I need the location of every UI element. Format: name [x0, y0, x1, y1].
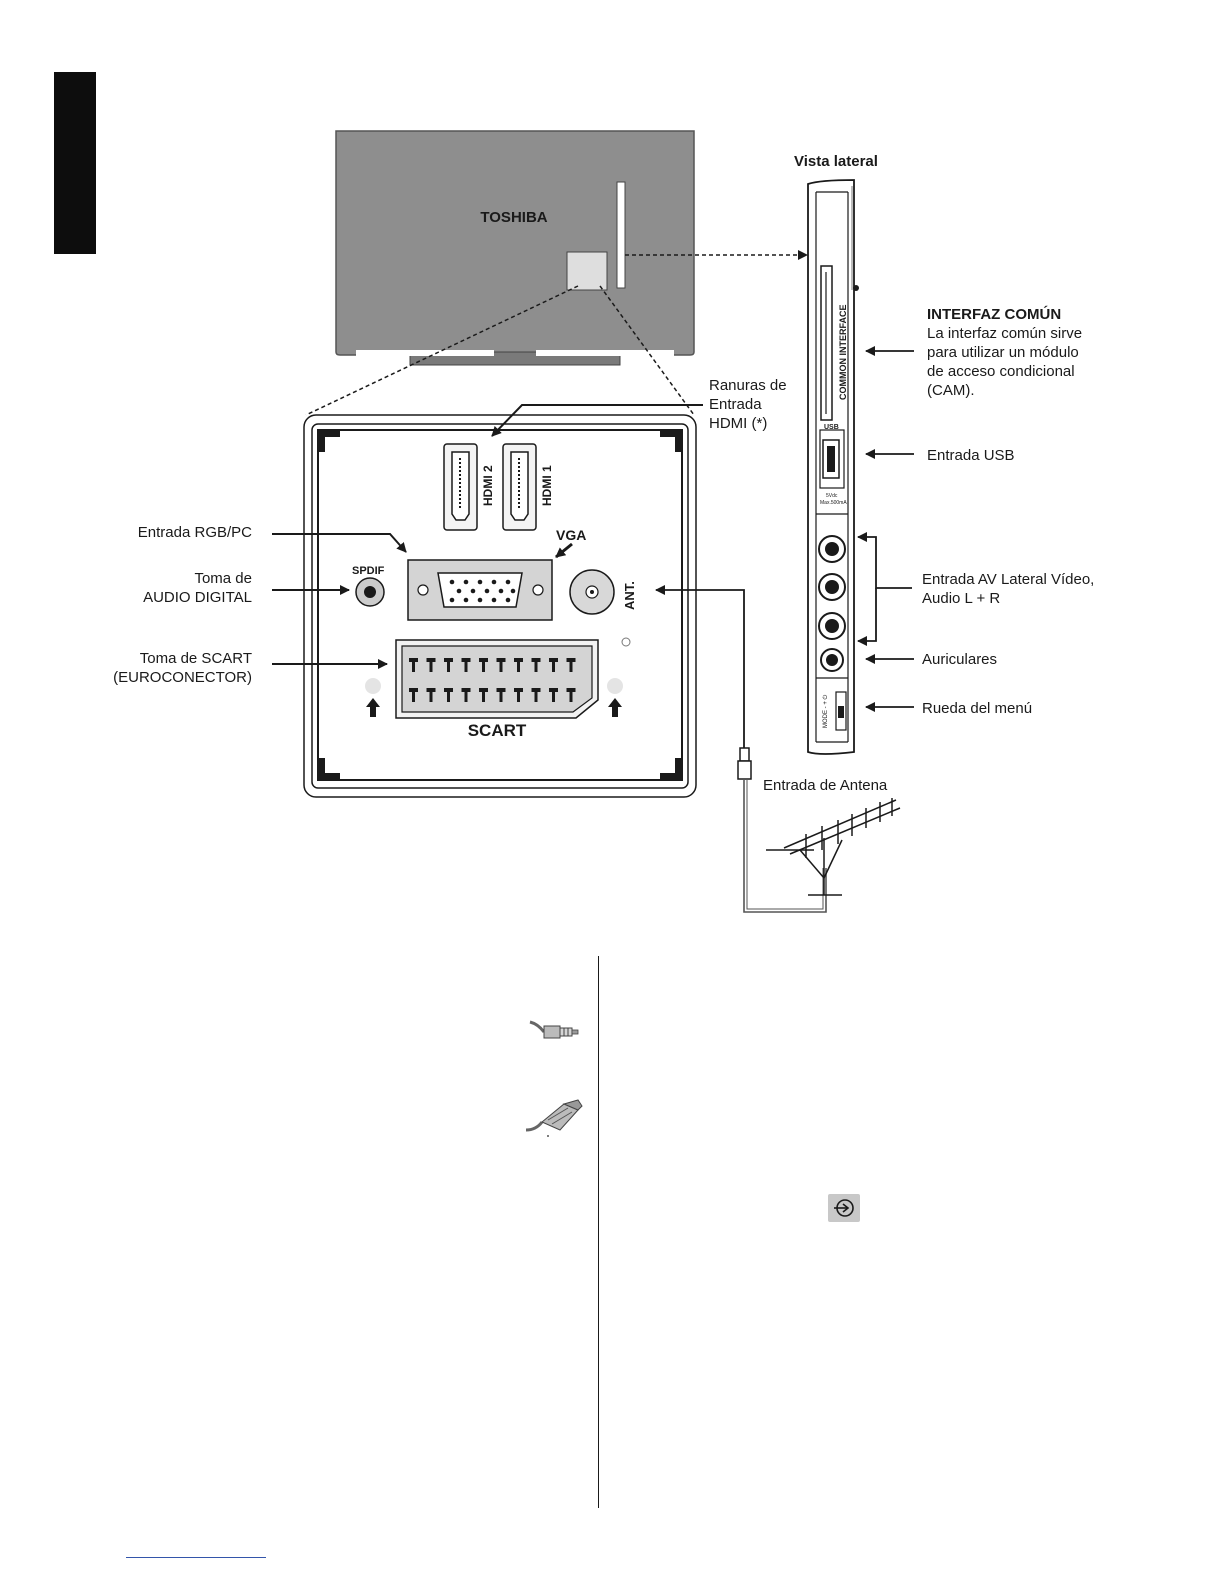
- scart-pin: [514, 688, 523, 692]
- ant-label: ANT.: [622, 581, 637, 610]
- vga-label: VGA: [556, 527, 586, 543]
- scart-pin-stem: [569, 692, 573, 702]
- scart-pin: [409, 658, 418, 662]
- scart-label: SCART: [468, 721, 527, 740]
- common-interface-slot-label: COMMON INTERFACE: [838, 305, 848, 401]
- scart-pin: [496, 658, 506, 662]
- scart-pin-stem: [429, 662, 433, 672]
- scart-pin-stem: [429, 692, 433, 702]
- usb-rating-volt: 5Vdc: [826, 493, 838, 499]
- scart-pin: [426, 658, 436, 662]
- scart-pin: [549, 688, 558, 692]
- scart-pin: [549, 658, 558, 662]
- antenna-port: [569, 569, 615, 615]
- scart-pin: [514, 658, 523, 662]
- scart-pin-stem: [534, 662, 538, 672]
- scart-port: [365, 637, 631, 719]
- headphones-label: Auriculares: [922, 651, 998, 668]
- scart-pin-stem: [412, 692, 415, 702]
- scart-pin-stem: [499, 662, 503, 672]
- scart-pin: [496, 688, 506, 692]
- scart-pin: [444, 688, 453, 692]
- spdif-port: [355, 577, 385, 607]
- av-side-input-label-1: Entrada AV Lateral Vídeo,: [922, 571, 1095, 588]
- digital-audio-label-2: AUDIO DIGITAL: [143, 589, 252, 606]
- scart-plug-icon: [525, 1099, 583, 1137]
- hdmi-1-port: [502, 443, 537, 531]
- scart-pin: [444, 658, 453, 662]
- menu-wheel-label: Rueda del menú: [922, 700, 1033, 717]
- column-divider: [598, 956, 599, 1508]
- usb-input-label: Entrada USB: [927, 447, 1015, 464]
- scart-pin: [461, 688, 471, 692]
- scart-pin: [479, 688, 488, 692]
- scart-pin-stem: [517, 692, 520, 702]
- scart-pin-stem: [534, 692, 538, 702]
- scart-pin-stem: [482, 692, 485, 702]
- scart-pin-stem: [412, 662, 415, 672]
- scart-socket-label-2: (EUROCONECTOR): [113, 669, 252, 686]
- usb-rating-current: Max.500mA: [820, 500, 847, 506]
- common-interface-desc-2: para utilizar un módulo: [927, 344, 1079, 361]
- scart-pin-stem: [482, 662, 485, 672]
- side-view-panel: [807, 179, 859, 755]
- footer-rule: [126, 1557, 266, 1558]
- side-view-title: Vista lateral: [794, 153, 878, 170]
- antenna-plug-icon: [529, 1020, 579, 1039]
- hdmi-2-port: [443, 443, 478, 531]
- connections-diagram: TOSHIBA HDMI 2 HDMI 1 VGA: [272, 130, 914, 913]
- scart-socket-label-1: Toma de SCART: [139, 650, 252, 667]
- antenna-input-label: Entrada de Antena: [763, 777, 888, 794]
- scart-pin: [461, 658, 471, 662]
- hdmi-slots-label-2: Entrada: [709, 396, 762, 413]
- antenna-drawing: [766, 798, 901, 896]
- scart-pin-stem: [569, 662, 573, 672]
- scart-pin: [566, 658, 576, 662]
- menu-wheel-marks: MODE - + ⏻: [822, 694, 829, 728]
- spdif-label: SPDIF: [352, 565, 385, 577]
- tv-rear-view: [335, 130, 695, 366]
- hdmi-1-label: HDMI 1: [540, 465, 554, 506]
- scart-pin-stem: [447, 692, 450, 702]
- hdmi-slots-label-1: Ranuras de: [709, 377, 787, 394]
- common-interface-desc-1: La interfaz común sirve: [927, 325, 1083, 342]
- digital-audio-label-1: Toma de: [194, 570, 252, 587]
- common-interface-desc-4: (CAM).: [927, 382, 975, 399]
- scart-pin-stem: [517, 662, 520, 672]
- common-interface-title: INTERFAZ COMÚN: [927, 306, 1062, 323]
- scart-pin-stem: [552, 692, 555, 702]
- common-interface-desc-3: de acceso condicional: [927, 363, 1075, 380]
- av-side-input-label-2: Audio L + R: [922, 590, 1001, 607]
- scart-pin: [531, 658, 541, 662]
- scart-pin-stem: [499, 692, 503, 702]
- input-source-icon: [828, 1194, 860, 1222]
- hdmi-slots-label-3: HDMI (*): [709, 415, 768, 432]
- rgb-pc-label: Entrada RGB/PC: [137, 524, 252, 541]
- tv-brand: TOSHIBA: [480, 209, 547, 226]
- usb-tag: USB: [824, 424, 839, 431]
- scart-pin-stem: [464, 692, 468, 702]
- scart-pin-stem: [552, 662, 555, 672]
- language-tab: [54, 72, 96, 254]
- scart-pin-stem: [464, 662, 468, 672]
- scart-pin: [531, 688, 541, 692]
- hdmi-2-label: HDMI 2: [481, 465, 495, 506]
- scart-pin: [479, 658, 488, 662]
- scart-pin: [566, 688, 576, 692]
- scart-pin-stem: [447, 662, 450, 672]
- vga-port: [407, 559, 553, 621]
- scart-pin: [426, 688, 436, 692]
- scart-pin: [409, 688, 418, 692]
